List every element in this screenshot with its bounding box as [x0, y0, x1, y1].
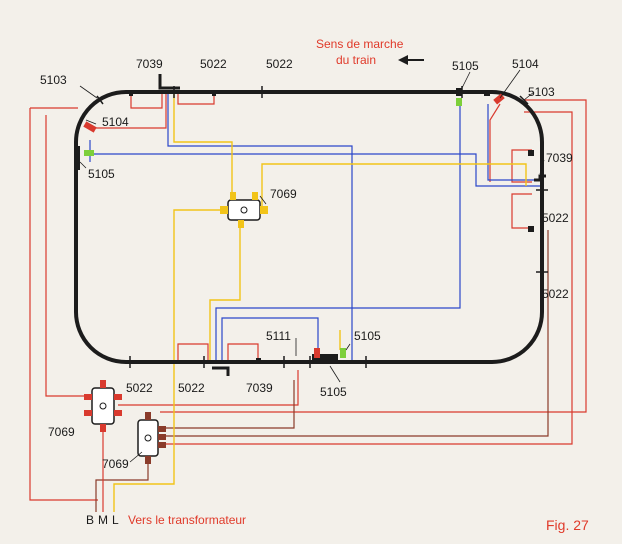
- red-wire-right-inner: [160, 111, 573, 445]
- red-wire-outer-loop: [29, 108, 98, 501]
- label-5022-bottom2: 5022: [178, 381, 205, 395]
- red-loop-bottom-b: [227, 343, 259, 362]
- red-loop-right-a: [511, 149, 532, 183]
- label-5022-top1: 5022: [200, 57, 227, 71]
- clip-top-a: [129, 90, 133, 96]
- label-5022-right1: 5022: [542, 211, 569, 225]
- leader-lines: [79, 69, 545, 463]
- direction-line2: du train: [336, 53, 376, 67]
- label-7039-bottom: 7039: [246, 381, 273, 395]
- uncoupler-7039-top: [158, 74, 180, 90]
- brown-wire-2: [160, 230, 549, 437]
- blue-wire-bottom-5111: [221, 317, 319, 362]
- red-loop-top-b: [177, 94, 215, 105]
- distributor-7069-lower: [137, 412, 166, 464]
- blue-wire-top-a: [167, 90, 353, 360]
- label-5105-topright: 5105: [452, 59, 479, 73]
- red-wires: [29, 90, 587, 501]
- terminal-wires: [95, 432, 149, 512]
- blue-wire-right-main: [487, 104, 540, 181]
- label-5105-bottom-lower: 5105: [320, 385, 347, 399]
- clip-bottom-a: [256, 358, 261, 364]
- blue-wire-top-b: [90, 153, 540, 187]
- track-clips: [74, 88, 534, 364]
- red-loop-right-b: [511, 193, 532, 229]
- uncouplers: [158, 74, 546, 376]
- label-5103-right: 5103: [528, 85, 555, 99]
- red-wire-bottom-loop: [45, 115, 92, 397]
- transformer-label: Vers le transformateur: [128, 513, 246, 527]
- terminal-b: B: [86, 513, 94, 527]
- yellow-wire-right: [261, 163, 527, 208]
- signal-5105-top: [456, 98, 462, 106]
- yellow-wire-top: [173, 90, 233, 198]
- red-wire-5104-right: [489, 103, 501, 182]
- direction-line1: Sens de marche: [316, 37, 404, 51]
- red-loop-top-a: [130, 94, 163, 109]
- brown-wire-1: [160, 380, 295, 429]
- red-wire-right-outer: [160, 99, 587, 413]
- clip-right-a: [528, 150, 534, 156]
- clip-top-5105: [456, 88, 462, 96]
- signal-5104-left: [83, 121, 97, 133]
- blue-wire-5105-right: [215, 102, 461, 362]
- signal-5104-top: [493, 93, 505, 105]
- terminal-m: M: [98, 513, 108, 527]
- signal-5105-left: [84, 150, 94, 156]
- signal-5105-bottom-red: [314, 348, 320, 358]
- signals: [83, 93, 505, 358]
- label-7039-top: 7039: [136, 57, 163, 71]
- wire-to-b: [95, 464, 149, 512]
- label-7069-center: 7069: [270, 187, 297, 201]
- uncoupler-7039-bottom: [212, 366, 230, 376]
- terminal-l: L: [112, 513, 119, 527]
- label-5022-right2: 5022: [542, 287, 569, 301]
- blue-wires: [89, 90, 540, 362]
- label-5105-left: 5105: [88, 167, 115, 181]
- brown-wires: [160, 230, 549, 437]
- label-5111: 5111: [266, 329, 291, 343]
- label-7069-left: 7069: [48, 425, 75, 439]
- label-5105-bottom-upper: 5105: [354, 329, 381, 343]
- clip-top-5104: [484, 90, 490, 96]
- clip-right-b: [528, 226, 534, 232]
- yellow-wire-down: [209, 226, 241, 362]
- label-5104-left: 5104: [102, 115, 129, 129]
- clip-bottom-5105: [312, 354, 338, 364]
- label-5104-topright: 5104: [512, 57, 539, 71]
- track-loop: [74, 90, 544, 364]
- red-wire-5104-left: [92, 90, 167, 129]
- label-5022-bottom1: 5022: [126, 381, 153, 395]
- left-arrow-icon: [398, 55, 424, 65]
- uncoupler-7039-right: [534, 174, 546, 182]
- signal-5105-bottom-green: [340, 348, 346, 358]
- joint-top-left: [96, 95, 104, 105]
- distributor-7069-left: [84, 380, 122, 432]
- distributor-7069-center: [220, 192, 268, 228]
- figure-label: Fig. 27: [546, 517, 589, 533]
- label-7069-lower: 7069: [102, 457, 129, 471]
- label-7039-right: 7039: [546, 151, 573, 165]
- red-loop-bottom-a: [177, 343, 209, 362]
- clip-top-b: [212, 90, 216, 96]
- yellow-wire-main: [113, 209, 226, 512]
- label-5103-left: 5103: [40, 73, 67, 87]
- yellow-wires: [113, 90, 527, 512]
- clip-left-5105: [74, 146, 80, 170]
- red-wire-mid-to-right: [118, 370, 299, 406]
- label-5022-top2: 5022: [266, 57, 293, 71]
